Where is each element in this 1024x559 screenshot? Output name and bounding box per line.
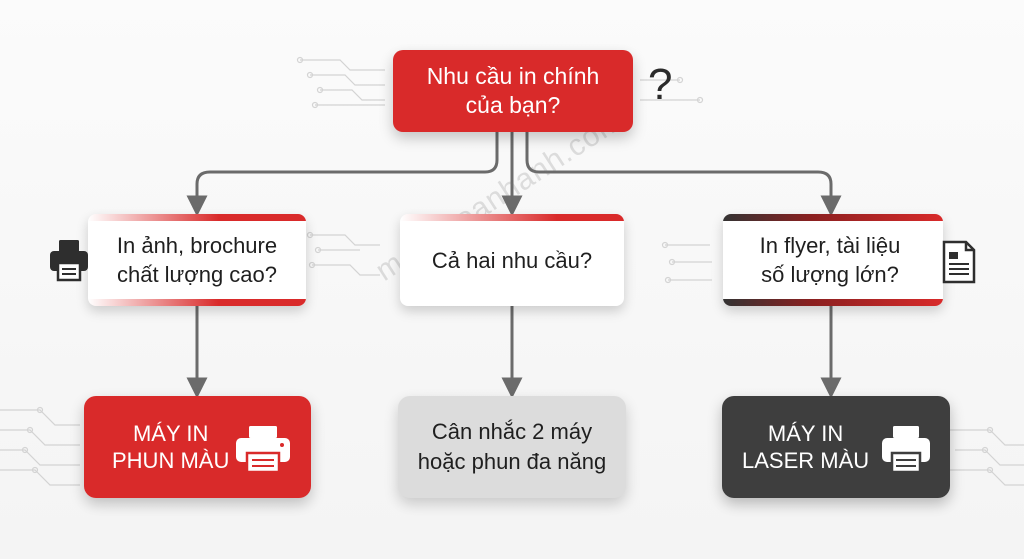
question-node-flyer: In flyer, tài liệu số lượng lớn? <box>723 214 943 306</box>
result-label-consider: Cân nhắc 2 máy hoặc phun đa năng <box>417 419 607 474</box>
result-label-inkjet: MÁY IN PHUN MÀU <box>112 421 230 473</box>
arrow-root-to-left <box>186 132 499 217</box>
document-icon <box>942 240 976 284</box>
printer-icon <box>236 426 290 474</box>
printer-icon <box>50 240 88 282</box>
question-node-both: Cả hai nhu cầu? <box>400 214 624 306</box>
accent-strip <box>723 299 943 306</box>
result-label-laser: MÁY IN LASER MÀU <box>742 421 870 473</box>
question-label-photo: In ảnh, brochure chất lượng cao? <box>116 233 278 287</box>
question-label-flyer: In flyer, tài liệu số lượng lớn? <box>759 233 901 287</box>
root-question-label: Nhu cầu in chính của bạn? <box>426 63 600 118</box>
result-node-consider: Cân nhắc 2 máy hoặc phun đa năng <box>398 396 626 498</box>
root-question-node: Nhu cầu in chính của bạn? <box>393 50 633 132</box>
accent-strip <box>400 214 624 221</box>
printer-icon <box>882 426 930 474</box>
accent-strip <box>723 214 943 221</box>
accent-strip <box>88 299 306 306</box>
question-node-photo: In ảnh, brochure chất lượng cao? <box>88 214 306 306</box>
question-label-both: Cả hai nhu cầu? <box>431 247 593 273</box>
question-mark-icon: ? <box>648 60 673 109</box>
accent-strip <box>88 214 306 221</box>
